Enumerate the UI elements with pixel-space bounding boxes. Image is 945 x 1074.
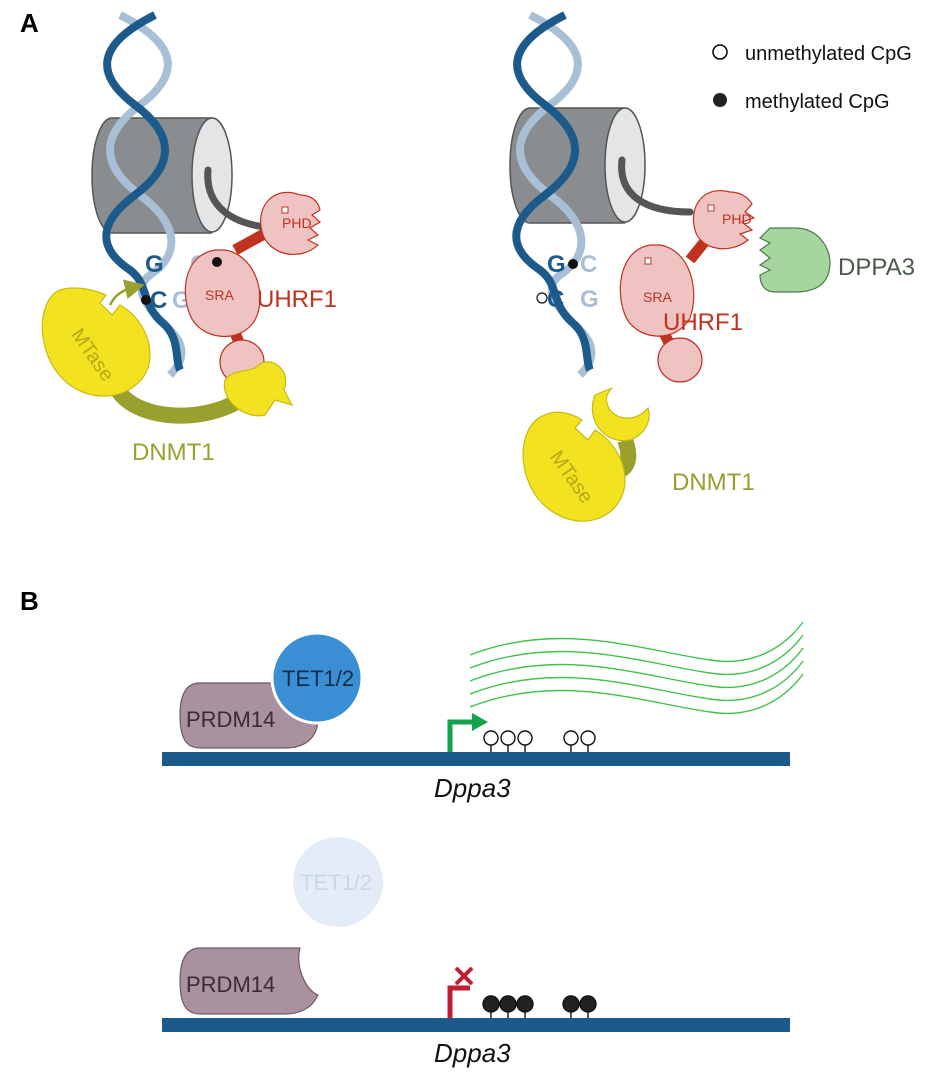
legend-methylated-label: methylated CpG — [745, 91, 890, 113]
methylated-cpg-icon — [713, 93, 727, 107]
base-g-right: G — [547, 251, 566, 278]
transcript-lines — [469, 621, 804, 715]
phd-label-right: PHD — [722, 211, 752, 227]
dppa3-protein — [758, 227, 831, 293]
panel-b-bottom: TET1/2 PRDM14 Dppa3 — [162, 837, 790, 1068]
legend: unmethylated CpG methylated CpG — [712, 43, 912, 113]
gene-name: Dppa3 — [434, 773, 511, 803]
mtase-domain-right — [522, 411, 626, 522]
dnmt1-linker — [107, 381, 245, 424]
uhrf1-label: UHRF1 — [257, 286, 337, 313]
prdm14-protein-bottom — [179, 947, 319, 1015]
panel-a-left: G C C G PHD SRA UHRF1 MTase DNMT1 — [41, 11, 337, 466]
dnmt1-rfts-domain — [223, 361, 294, 417]
dnmt1-label-right: DNMT1 — [672, 469, 755, 496]
gene-name-bottom: Dppa3 — [434, 1038, 511, 1068]
unmethylated-mark-right — [536, 292, 548, 304]
repressed-cross-icon — [454, 966, 474, 986]
prdm14-label-bottom: PRDM14 — [186, 972, 275, 997]
mtase-domain — [41, 287, 151, 397]
sra-methyl-mark — [212, 257, 222, 267]
panel-b-label: B — [20, 586, 39, 616]
panel-b-top: PRDM14 TET1/2 Dppa3 — [162, 621, 804, 803]
sra-label: SRA — [205, 287, 234, 303]
methylated-cpgs — [482, 995, 597, 1018]
prdm14-label: PRDM14 — [186, 707, 275, 732]
phd-label: PHD — [282, 215, 312, 231]
base-g-right-bottom: G — [580, 286, 599, 313]
methyl-mark-right — [568, 259, 578, 269]
panel-a-label: A — [20, 8, 39, 38]
repressed-promoter-arrow — [447, 985, 470, 1018]
active-promoter-arrow — [447, 719, 475, 752]
sra-domain — [184, 249, 261, 337]
uhrf1-label-right: UHRF1 — [663, 309, 743, 336]
methyl-transfer-arrow — [108, 279, 145, 306]
unmethylated-cpgs — [483, 730, 596, 752]
tet-label: TET1/2 — [282, 666, 354, 691]
legend-unmethylated-label: unmethylated CpG — [745, 43, 912, 65]
base-g: G — [145, 251, 164, 278]
dna-strand-dark-right — [512, 11, 594, 372]
tet-protein-absent — [293, 837, 383, 927]
dna-strand-dark — [102, 11, 184, 372]
methyl-mark-target — [141, 295, 151, 305]
gene-line — [162, 752, 790, 766]
base-c-right-top: C — [580, 251, 597, 278]
active-arrow-head — [472, 713, 488, 731]
unmethylated-cpg-icon — [712, 44, 728, 60]
tet-protein — [270, 631, 364, 725]
dppa3-label: DPPA3 — [838, 254, 915, 281]
gene-line-bottom — [162, 1018, 790, 1032]
ubl-domain-right — [657, 337, 703, 383]
sra-label-right: SRA — [643, 289, 672, 305]
sra-domain-right — [619, 244, 695, 337]
panel-a-right: G C C G PHD SRA UHRF1 DPPA3 MTase DNMT1 — [509, 11, 915, 522]
base-c-right: C — [547, 286, 564, 313]
phd-domain — [260, 191, 322, 255]
histone-tail-right — [618, 156, 694, 216]
tet-label-absent: TET1/2 — [300, 870, 372, 895]
base-c: C — [150, 287, 167, 314]
dnmt1-label: DNMT1 — [132, 439, 215, 466]
dnmt1-rfts-right — [591, 387, 650, 442]
